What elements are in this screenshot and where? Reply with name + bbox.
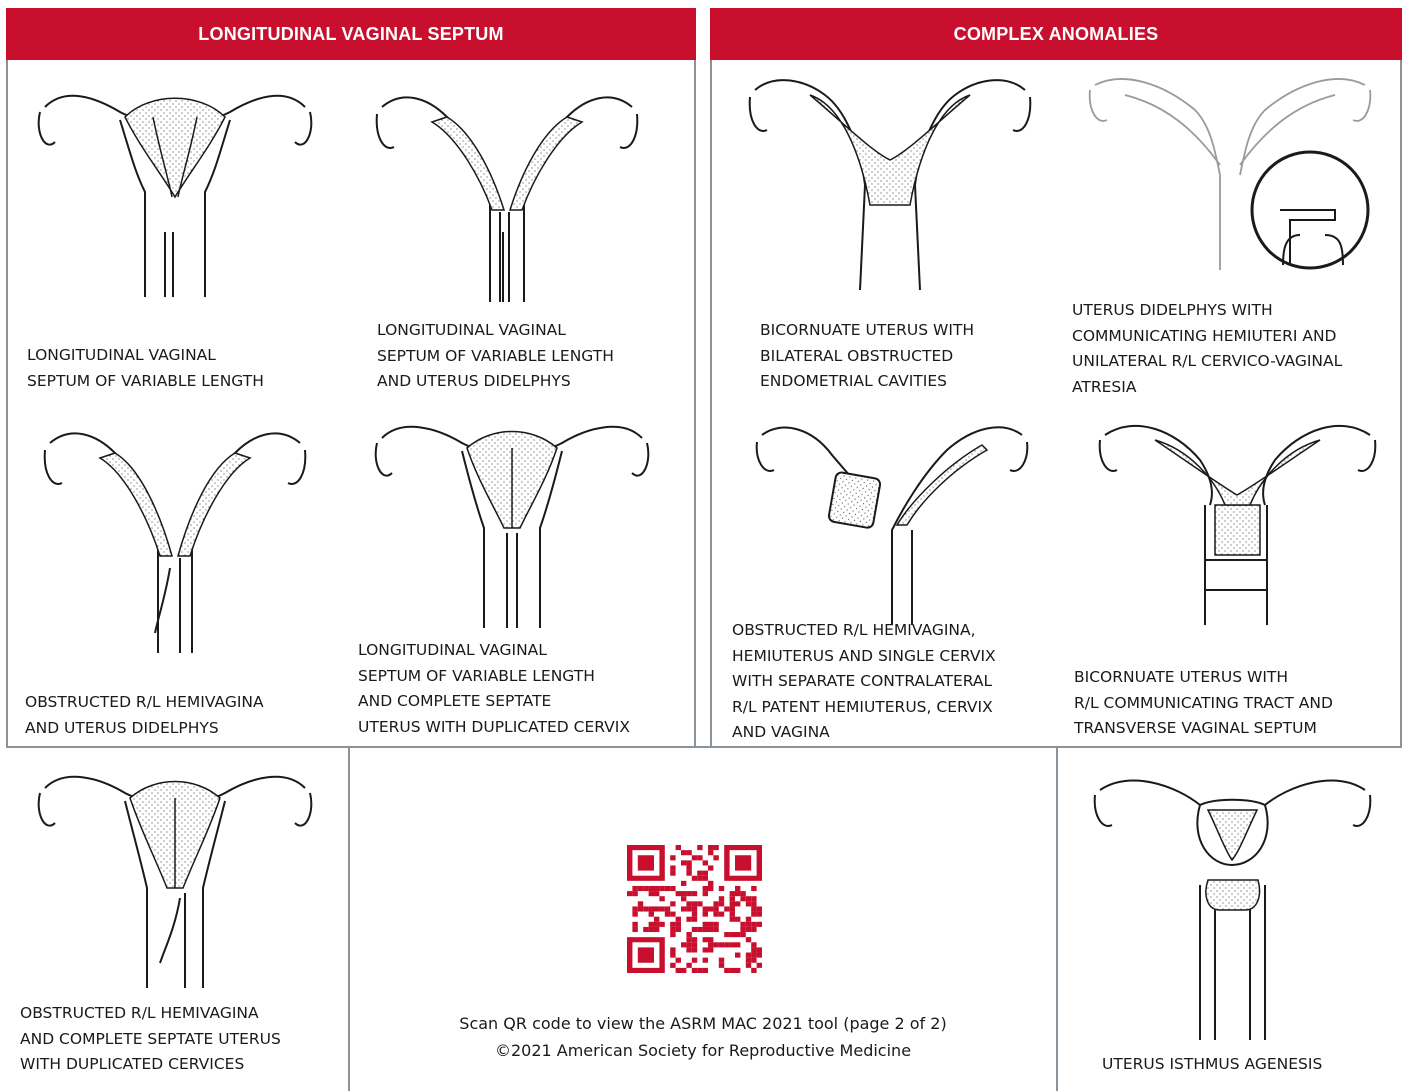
caption-obstructed-hemivagina-didelphys: OBSTRUCTED R/L HEMIVAGINA AND UTERUS DID… <box>25 690 264 741</box>
caption-septum-didelphys: LONGITUDINAL VAGINAL SEPTUM OF VARIABLE … <box>377 318 614 395</box>
diagram-septum-didelphys <box>372 92 642 307</box>
diagram-bicornuate-bilateral-obstructed <box>745 75 1035 295</box>
right-panel-header: COMPLEX ANOMALIES <box>710 8 1402 60</box>
left-panel-title: LONGITUDINAL VAGINAL SEPTUM <box>198 24 503 45</box>
footer-scan-text: Scan QR code to view the ASRM MAC 2021 t… <box>350 1010 1056 1037</box>
caption-obstructed-hemiuterus-single-cervix: OBSTRUCTED R/L HEMIVAGINA, HEMIUTERUS AN… <box>732 618 996 746</box>
qr-code[interactable] <box>627 845 762 973</box>
left-panel-header: LONGITUDINAL VAGINAL SEPTUM <box>6 8 696 60</box>
caption-obstructed-hemivagina-septate: OBSTRUCTED R/L HEMIVAGINA AND COMPLETE S… <box>20 1001 281 1078</box>
diagram-didelphys-communicating-atresia <box>1085 70 1375 280</box>
diagram-septum-complete-septate <box>362 418 662 633</box>
diagram-uterus-isthmus-agenesis <box>1090 770 1375 1050</box>
diagram-obstructed-hemiuterus-single-cervix <box>752 420 1032 630</box>
caption-bicornuate-bilateral-obstructed: BICORNUATE UTERUS WITH BILATERAL OBSTRUC… <box>760 318 974 395</box>
caption-longitudinal-septum: LONGITUDINAL VAGINAL SEPTUM OF VARIABLE … <box>27 343 264 394</box>
diagram-obstructed-hemivagina-didelphys <box>40 428 310 658</box>
caption-uterus-isthmus-agenesis: UTERUS ISTHMUS AGENESIS <box>1102 1052 1322 1078</box>
diagram-obstructed-hemivagina-septate <box>25 768 325 993</box>
caption-bicornuate-transverse-septum: BICORNUATE UTERUS WITH R/L COMMUNICATING… <box>1074 665 1333 742</box>
diagram-bicornuate-transverse-septum <box>1095 415 1380 630</box>
caption-septum-complete-septate: LONGITUDINAL VAGINAL SEPTUM OF VARIABLE … <box>358 638 630 740</box>
diagram-longitudinal-septum <box>25 82 325 307</box>
footer-copyright: ©2021 American Society for Reproductive … <box>350 1037 1056 1064</box>
caption-didelphys-communicating-atresia: UTERUS DIDELPHYS WITH COMMUNICATING HEMI… <box>1072 298 1342 400</box>
right-panel-title: COMPLEX ANOMALIES <box>954 24 1159 45</box>
